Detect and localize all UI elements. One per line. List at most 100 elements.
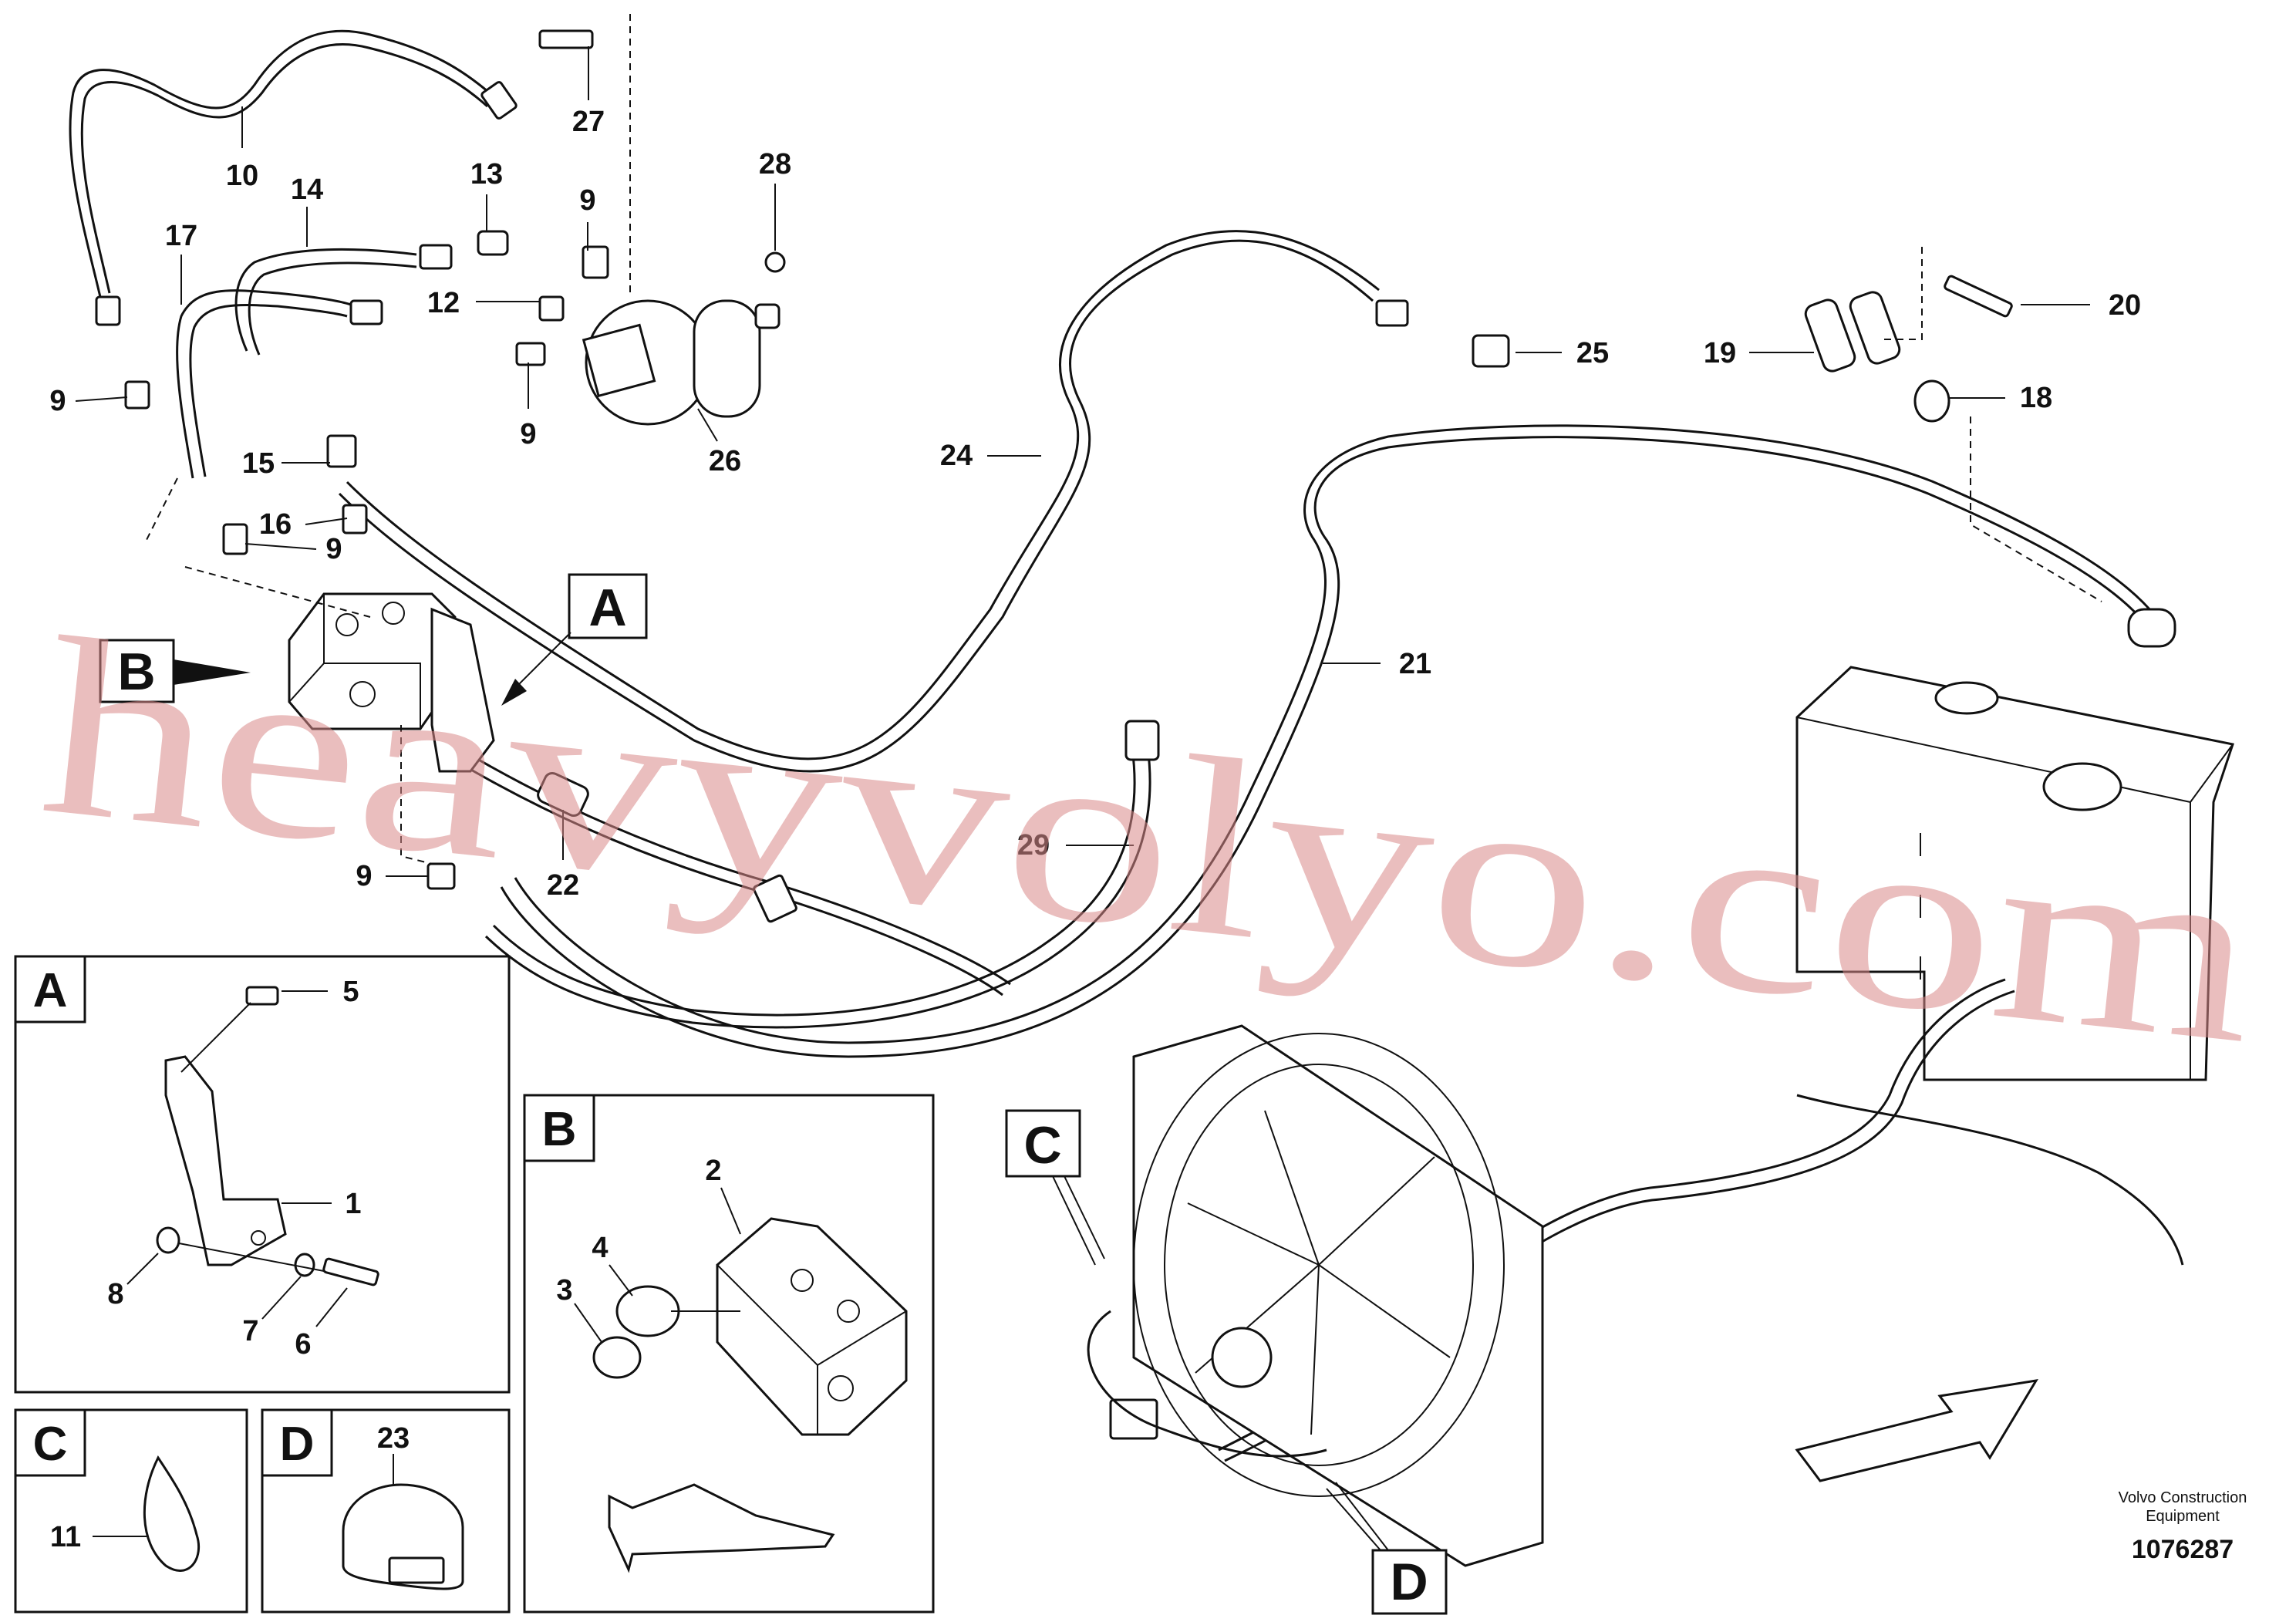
label-B2: 2 bbox=[705, 1155, 721, 1187]
label-14: 14 bbox=[291, 174, 323, 206]
label-19: 19 bbox=[1704, 337, 1736, 369]
callout-B-arrow bbox=[174, 659, 251, 685]
leader-26 bbox=[697, 408, 718, 442]
label-12: 12 bbox=[427, 287, 460, 319]
leader-9a bbox=[75, 396, 128, 402]
label-B4: 4 bbox=[592, 1232, 608, 1264]
hose-10 bbox=[69, 29, 494, 298]
detail-A-washer-7 bbox=[294, 1253, 315, 1277]
flange-half-19 bbox=[1804, 298, 1856, 373]
label-28: 28 bbox=[759, 148, 791, 180]
motor-26-body bbox=[693, 299, 761, 418]
detail-D-clamp-buckle bbox=[388, 1556, 445, 1584]
fitting-hose22-sleeve bbox=[753, 874, 797, 923]
footer: Volvo Construction Equipment 1076287 bbox=[2119, 1489, 2247, 1564]
callout-C-letter: C bbox=[1023, 1116, 1061, 1175]
callout-B-box bbox=[99, 639, 175, 703]
label-C11: 11 bbox=[50, 1521, 81, 1553]
detail-B-direction-arrow bbox=[608, 1483, 835, 1573]
fitting-14-end bbox=[419, 244, 453, 270]
flange-half-19b bbox=[1849, 291, 1901, 365]
detail-B-block-edge bbox=[716, 1264, 907, 1435]
hose-21-inner bbox=[514, 424, 2161, 1044]
o-ring-18 bbox=[1913, 379, 1950, 423]
detail-A-hole bbox=[251, 1230, 266, 1246]
detail-A-bolt-5 bbox=[245, 986, 279, 1006]
cooler-fan bbox=[1087, 1024, 1544, 1567]
detail-B-port-3 bbox=[828, 1375, 854, 1401]
footer-company-line1: Volvo Construction bbox=[2119, 1489, 2247, 1506]
detail-C-tag bbox=[14, 1408, 86, 1477]
leader-A7 bbox=[261, 1276, 302, 1320]
label-D23: 23 bbox=[377, 1422, 410, 1455]
fittings bbox=[95, 81, 2176, 923]
label-A5: 5 bbox=[342, 976, 359, 1008]
callout-A-box bbox=[568, 573, 648, 639]
label-9b: 9 bbox=[579, 184, 595, 217]
valve-port-3 bbox=[349, 681, 376, 707]
cooler-frame bbox=[1132, 1024, 1544, 1567]
label-17: 17 bbox=[165, 220, 197, 252]
callout-C-box bbox=[1005, 1109, 1081, 1178]
valve-block bbox=[288, 592, 495, 773]
valve-port-2 bbox=[382, 602, 405, 625]
tank-side-hose bbox=[1796, 1094, 2184, 1266]
callouts: A B C D bbox=[99, 573, 1448, 1615]
fan-blade-1 bbox=[1187, 1110, 1451, 1435]
washer-28 bbox=[764, 251, 786, 273]
fitting-22 bbox=[537, 771, 589, 818]
callout-C-leader bbox=[1052, 1175, 1105, 1266]
label-9a: 9 bbox=[49, 385, 66, 417]
fitting-9b bbox=[582, 245, 609, 279]
motor-26-plate bbox=[582, 323, 656, 398]
fitting-29-top bbox=[1124, 720, 1160, 761]
tank-cap bbox=[1934, 681, 1999, 715]
hose-14-inner bbox=[248, 261, 417, 356]
hose-14 bbox=[234, 248, 417, 352]
detail-C-letter: C bbox=[33, 1418, 68, 1471]
detail-D-tag bbox=[261, 1408, 333, 1477]
label-29: 29 bbox=[1017, 829, 1050, 862]
part-labels: 27 10 14 13 9 28 17 12 9 26 9 15 16 9 24… bbox=[49, 106, 2141, 902]
fitting-9c bbox=[515, 342, 546, 366]
label-24: 24 bbox=[940, 440, 973, 472]
hose-10-inner bbox=[80, 42, 488, 294]
tank-filter bbox=[2042, 762, 2122, 811]
motor-26 bbox=[538, 29, 786, 426]
hose-17 bbox=[176, 289, 352, 479]
detail-box-C: C 11 bbox=[14, 1408, 248, 1614]
detail-box-A: A 5 1 8 7 6 bbox=[14, 955, 511, 1394]
callout-D-leader bbox=[1326, 1482, 1389, 1551]
label-9e: 9 bbox=[356, 860, 372, 892]
valve-port-1 bbox=[335, 613, 359, 636]
flow-arrow-main bbox=[1795, 1379, 2038, 1482]
callout-A-arrow bbox=[501, 679, 527, 706]
fan-shroud bbox=[1133, 1033, 1505, 1497]
label-A1: 1 bbox=[345, 1188, 361, 1220]
detail-B-coil-4 bbox=[615, 1285, 680, 1337]
detail-box-D: D 23 bbox=[261, 1408, 511, 1614]
fitting-9a bbox=[124, 380, 150, 410]
leader-A8 bbox=[126, 1253, 159, 1285]
detail-B-tag bbox=[523, 1094, 595, 1162]
ref-line-tank bbox=[1970, 416, 2102, 602]
ref-line-valve bbox=[400, 725, 433, 865]
leader-lines bbox=[75, 46, 2090, 877]
label-22: 22 bbox=[547, 869, 579, 902]
callout-B-letter: B bbox=[117, 642, 155, 701]
reference-lines bbox=[146, 14, 2102, 865]
fan-shroud-inner bbox=[1164, 1064, 1474, 1466]
callout-B: B bbox=[99, 639, 251, 703]
label-10: 10 bbox=[226, 160, 258, 192]
label-9d: 9 bbox=[325, 533, 342, 565]
detail-A-bracket bbox=[164, 1055, 287, 1266]
label-15: 15 bbox=[242, 447, 275, 480]
detail-A-tag bbox=[14, 955, 86, 1023]
detail-A-letter: A bbox=[33, 964, 68, 1017]
hose-17-inner bbox=[189, 303, 348, 477]
detail-B-letter: B bbox=[542, 1103, 577, 1156]
callout-D: D bbox=[1326, 1482, 1448, 1615]
label-9c: 9 bbox=[520, 418, 536, 450]
ref-line-17 bbox=[146, 477, 178, 541]
